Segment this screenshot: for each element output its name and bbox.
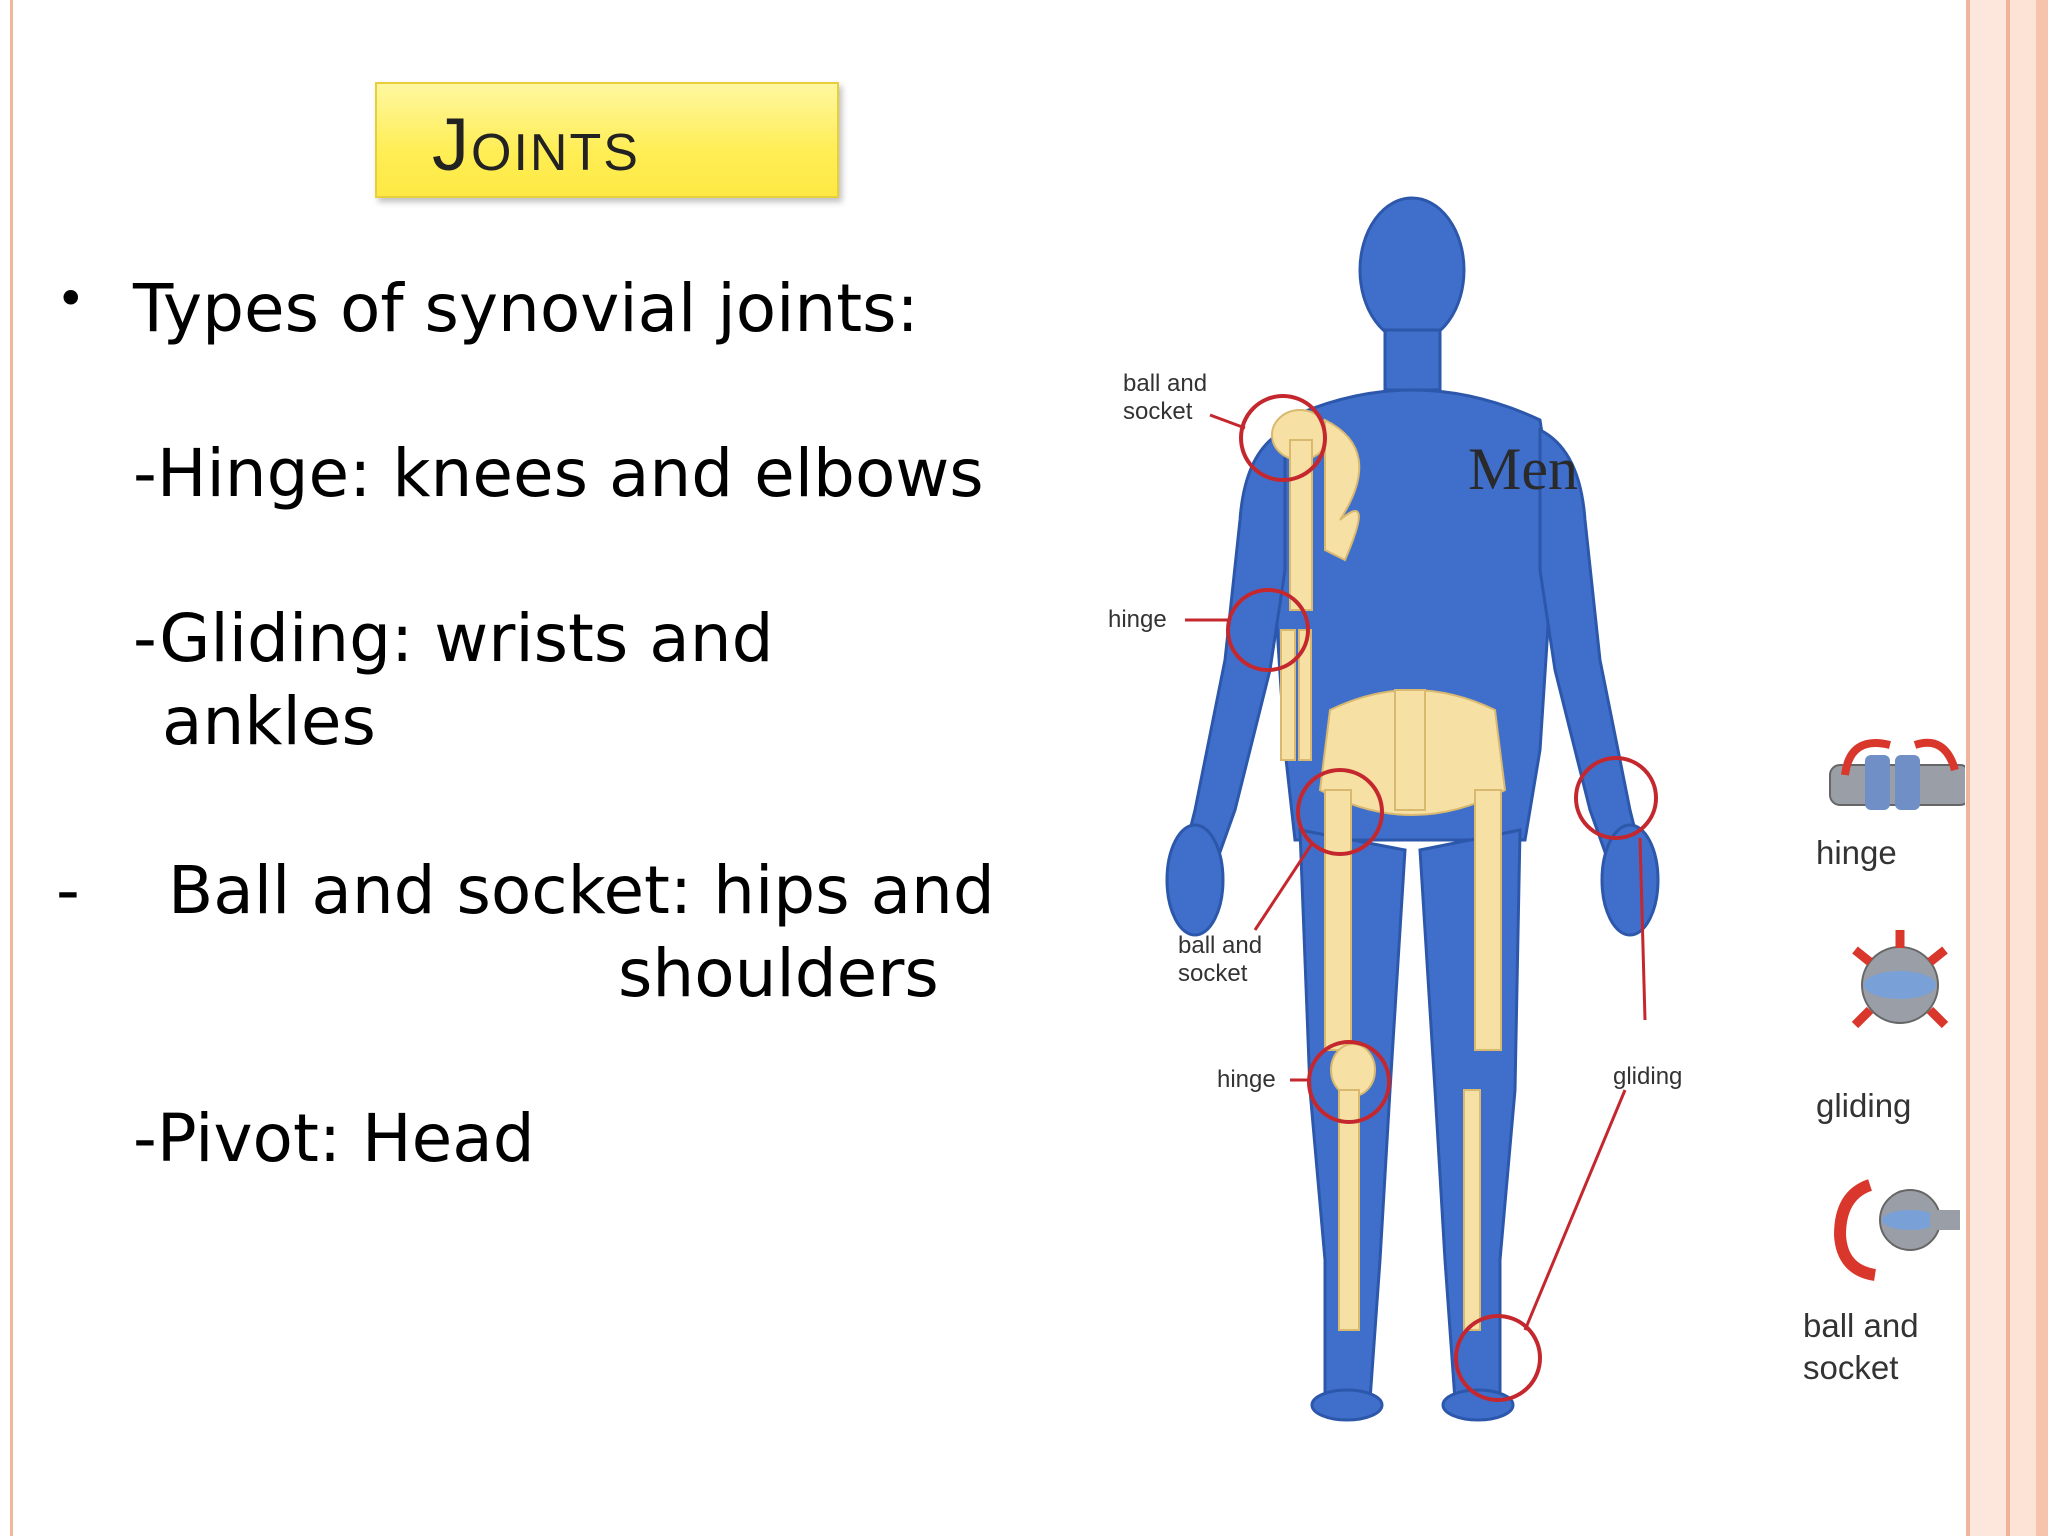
bullet-heading: Types of synovial joints:: [133, 270, 919, 347]
ball-and-socket-icon: [1833, 1179, 1960, 1281]
joint-circles: [1226, 394, 1658, 1402]
page-title: Joints: [432, 103, 640, 186]
item-ball-line1: Ball and socket: hips and: [168, 852, 995, 929]
item-ball-line2: shoulders: [618, 935, 939, 1012]
gliding-joint-icon: [1851, 930, 1949, 1029]
label-hinge-elbow: hinge: [1108, 606, 1167, 633]
slide-left-border: [0, 0, 26, 1536]
joint-type-icons: [1829, 738, 1971, 1281]
label-hinge-knee: hinge: [1217, 1066, 1276, 1093]
label-gliding-ankle: gliding: [1613, 1063, 1683, 1090]
icon-label-hinge: hinge: [1816, 834, 1897, 871]
figure-men-label: Men: [1468, 436, 1578, 502]
hinge-joint-icon: [1829, 738, 1971, 810]
item-gliding-line1: -Gliding: wrists and: [133, 600, 774, 677]
title-box: Joints: [375, 82, 839, 198]
item-ball-dash: -: [56, 852, 80, 929]
body-illustration: [1165, 196, 1971, 1422]
label-ball-socket-hip: ball and socket: [1178, 932, 1263, 987]
item-hinge: -Hinge: knees and elbows: [133, 435, 984, 512]
label-leaders: [1185, 413, 1647, 1331]
bullet-icon: •: [56, 270, 86, 328]
icon-label-gliding: gliding: [1816, 1087, 1912, 1124]
item-pivot: -Pivot: Head: [133, 1100, 535, 1177]
icon-label-ball-socket: ball and socket: [1803, 1307, 1919, 1386]
item-gliding-line2: ankles: [162, 683, 376, 760]
label-ball-socket-shoulder: ball and socket: [1123, 370, 1208, 425]
slide-right-border: [1966, 0, 2048, 1536]
skeleton-figure: Men ball and socket hinge ball and socke…: [1085, 190, 1971, 1450]
